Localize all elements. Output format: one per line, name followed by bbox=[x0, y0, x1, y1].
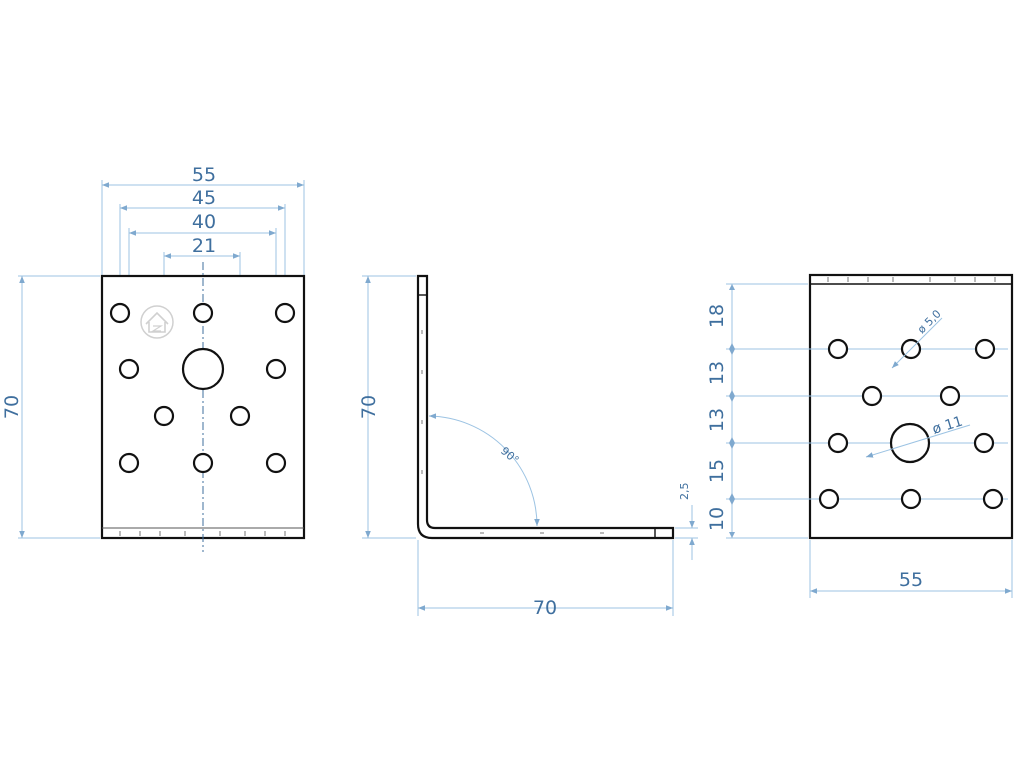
dim-label-row-5: 10 bbox=[706, 507, 728, 531]
angle-arc bbox=[428, 413, 540, 527]
leader-large-hole bbox=[865, 424, 971, 458]
dim-label-row-4: 15 bbox=[706, 459, 728, 483]
dim-label-side-length: 70 bbox=[533, 597, 557, 619]
hole bbox=[192, 302, 214, 324]
hole bbox=[827, 432, 849, 454]
house-logo-icon bbox=[140, 305, 174, 339]
side-view: 70 90° 70 2,5 bbox=[358, 274, 698, 619]
hole bbox=[265, 452, 287, 474]
hole bbox=[229, 405, 251, 427]
dim-label-45: 45 bbox=[192, 187, 216, 209]
large-hole bbox=[181, 347, 225, 391]
hole bbox=[153, 405, 175, 427]
dim-label-row-1: 18 bbox=[706, 304, 728, 328]
hole bbox=[827, 338, 849, 360]
leader-small-hole bbox=[891, 317, 943, 369]
hole bbox=[118, 452, 140, 474]
hole bbox=[974, 338, 996, 360]
hole bbox=[109, 302, 131, 324]
dim-label-55: 55 bbox=[192, 164, 216, 186]
hole bbox=[265, 358, 287, 380]
dim-label-thickness: 2,5 bbox=[678, 483, 691, 501]
hole bbox=[973, 432, 995, 454]
hole bbox=[274, 302, 296, 324]
l-profile bbox=[416, 274, 675, 540]
dim-label-21: 21 bbox=[192, 235, 216, 257]
hole bbox=[982, 488, 1004, 510]
hole bbox=[118, 358, 140, 380]
hole bbox=[861, 385, 883, 407]
front-view: 55 45 40 21 70 bbox=[1, 164, 306, 552]
dim-label-right-width: 55 bbox=[899, 569, 923, 591]
right-view: 18 13 13 15 10 ø 5,0 ø 11 55 bbox=[706, 273, 1014, 598]
dim-label-40: 40 bbox=[192, 211, 216, 233]
hole bbox=[818, 488, 840, 510]
hole bbox=[939, 385, 961, 407]
hole bbox=[900, 488, 922, 510]
dim-label-row-2: 13 bbox=[706, 361, 728, 385]
hole bbox=[192, 452, 214, 474]
dim-label-side-height: 70 bbox=[358, 395, 380, 419]
dim-label-height: 70 bbox=[1, 395, 23, 419]
dim-label-row-3: 13 bbox=[706, 408, 728, 432]
